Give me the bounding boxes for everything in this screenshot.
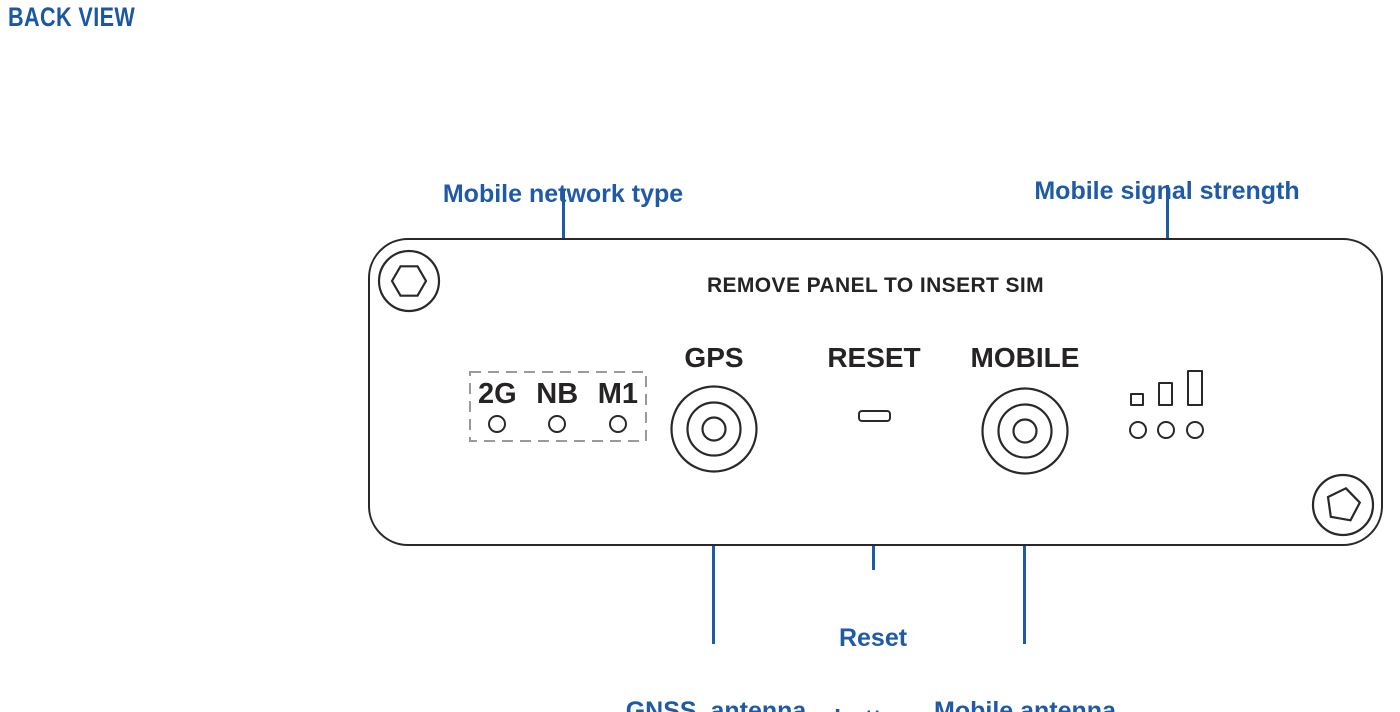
signal-bar-icon (1187, 370, 1203, 406)
dashed-border (469, 371, 647, 442)
led-indicator-icon (488, 414, 507, 433)
signal-bar-icon (1158, 382, 1173, 406)
network-led-nb: NB (536, 377, 578, 442)
led-label: NB (536, 378, 579, 410)
coax-connector-icon (670, 385, 758, 473)
coax-connector-icon (981, 387, 1069, 475)
network-led-2g: 2G (478, 377, 517, 442)
led-indicator-icon (608, 414, 627, 433)
led-indicator-icon (548, 414, 567, 433)
annotation-line: Mobile signal strength (1034, 177, 1300, 205)
reset-port-label: RESET (827, 342, 921, 373)
led-label: 2G (478, 378, 517, 410)
hex-screw-icon (1311, 473, 1375, 537)
leader-line-mobile-connector (1023, 477, 1026, 644)
sim-notice-text: REMOVE PANEL TO INSERT SIM (706, 274, 1045, 297)
signal-bar-icon (1130, 393, 1144, 406)
annotation-line: Mobile antenna (934, 697, 1116, 712)
reset-button-icon (858, 410, 891, 422)
mobile-port-label: MOBILE (970, 342, 1080, 373)
annotation-mobile-connector: Mobile antenna connector (875, 644, 1175, 712)
led-indicator-icon (1157, 421, 1175, 439)
annotation-reset-button: Reset button (773, 571, 973, 712)
annotation-line: Reset (838, 624, 908, 652)
network-led-m1: M1 (598, 377, 638, 442)
leader-line-gnss-connector (712, 474, 715, 644)
annotation-gnss-connector: GNSS antenna connector (566, 644, 866, 712)
annotation-line: GNSS antenna (625, 697, 807, 712)
hex-screw-icon (377, 249, 441, 313)
annotation-line: Mobile network type (442, 180, 684, 208)
led-indicator-icon (1186, 421, 1204, 439)
network-type-led-group: 2G NB M1 (469, 371, 647, 442)
gps-port-label: GPS (684, 342, 744, 373)
led-label: M1 (597, 378, 638, 410)
device-panel (368, 238, 1383, 546)
annotation-line: button (773, 706, 973, 712)
led-indicator-icon (1129, 421, 1147, 439)
page-title: BACK VIEW (8, 2, 136, 32)
